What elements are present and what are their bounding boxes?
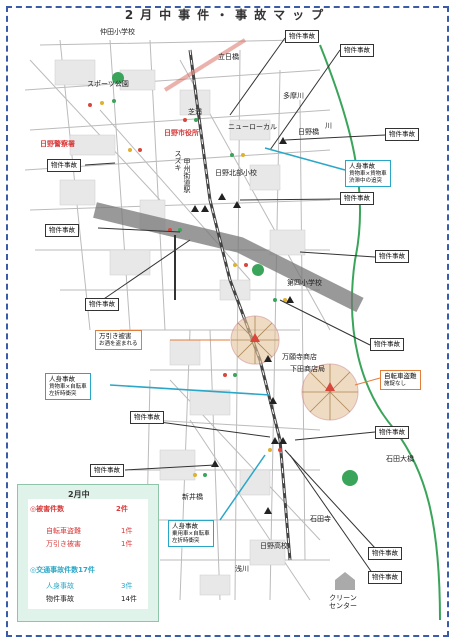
tama-river-line <box>319 44 441 621</box>
expressway <box>93 202 364 313</box>
callout-injury-1: 人身事故 貨物車×貨物車 渋滞中の追突 <box>345 160 391 187</box>
map-title: 2月中事件・事故マップ <box>124 8 331 22</box>
summary-shoplift-count: 1件 <box>121 540 133 548</box>
label-kouhei-station: 甲州街道駅 <box>183 158 191 193</box>
summary-theft-header: ◎被害件数 <box>30 505 65 513</box>
callout-lines <box>84 37 386 578</box>
summary-bike-label: 自転車盗難 <box>46 527 81 535</box>
summary-inner <box>28 499 148 609</box>
theft-markers <box>250 333 335 391</box>
summary-property-count: 14件 <box>121 595 137 603</box>
label-manbou: 万願寺商店 <box>282 353 317 361</box>
callout-property-12: 物件事故 <box>90 464 124 477</box>
callout-property-10: 物件事故 <box>130 411 164 424</box>
callout-property-9: 物件事故 <box>370 338 404 351</box>
callout-property-4: 物件事故 <box>47 159 81 172</box>
callout-property-6: 物件事故 <box>45 224 79 237</box>
label-asakawa: 浅川 <box>235 565 249 573</box>
label-tachihi-bridge: 立日橋 <box>218 53 239 61</box>
label-sports-park: スポーツ公園 <box>87 80 129 88</box>
summary-injury-label: 人身事故 <box>46 582 74 590</box>
label-shimoda: 下田商店局 <box>290 365 325 373</box>
summary-month: 2月中 <box>68 490 90 499</box>
accident-dots <box>88 99 287 477</box>
callout-injury-2: 人身事故 貨物車×自転車 左折時衝突 <box>45 373 91 400</box>
label-hino-kita-school: 日野北部小校 <box>215 169 257 177</box>
callout-property-8: 物件事故 <box>85 298 119 311</box>
label-tama-school: 第四小学校 <box>287 279 322 287</box>
summary-accident-header: ◎交通事故件数17件 <box>30 566 95 574</box>
label-hino-school: 日野高校 <box>260 542 288 550</box>
callout-property-5: 物件事故 <box>340 192 374 205</box>
summary-panel: 2月中 ◎被害件数 2件 自転車盗難 1件 万引き被害 1件 ◎交通事故件数17… <box>17 484 159 622</box>
clean-center-icon <box>335 572 355 590</box>
callout-property-13: 物件事故 <box>368 547 402 560</box>
label-tama-river: 多摩川 <box>283 92 304 100</box>
summary-injury-count: 3件 <box>121 582 133 590</box>
label-hino-bridge: 日野橋 <box>298 128 319 136</box>
summary-theft-total: 2件 <box>116 505 128 513</box>
label-hino-police: 日野警察署 <box>40 140 75 148</box>
callout-shoplift: 万引き被害 お酒を盗まれる <box>95 330 142 350</box>
tree-icons <box>112 72 358 486</box>
callout-property-7: 物件事故 <box>375 250 409 263</box>
label-new-local: ニューローカル <box>228 123 277 131</box>
page-frame <box>6 6 449 637</box>
red-road <box>163 38 247 92</box>
label-ishida-bridge: 石田大橋 <box>386 455 414 463</box>
label-ishida-temple: 石田寺 <box>310 515 331 523</box>
callout-injury-3: 人身事故 乗用車×自転車 左折時衝突 <box>168 520 214 547</box>
summary-bike-count: 1件 <box>121 527 133 535</box>
label-hino-city-office: 日野市役所 <box>164 129 199 137</box>
callout-property-2: 物件事故 <box>340 44 374 57</box>
label-shibaura: 芝浦 <box>188 108 202 116</box>
summary-property-label: 物件事故 <box>46 595 74 603</box>
summary-shoplift-label: 万引き被害 <box>46 540 81 548</box>
callout-property-3: 物件事故 <box>385 128 419 141</box>
label-nakada-school: 仲田小学校 <box>100 28 135 36</box>
label-shinkai-bridge: 新井橋 <box>182 493 203 501</box>
label-river-1: 川 <box>325 122 332 130</box>
callout-property-14: 物件事故 <box>368 571 402 584</box>
callout-property-11: 物件事故 <box>375 426 409 439</box>
label-clean-center: クリーンセンター <box>329 594 357 610</box>
callout-bike-theft: 自転車盗難 施錠なし <box>380 370 421 390</box>
callout-property-1: 物件事故 <box>285 30 319 43</box>
incident-markers <box>191 137 294 514</box>
label-suzuki: スズキ <box>174 150 182 171</box>
